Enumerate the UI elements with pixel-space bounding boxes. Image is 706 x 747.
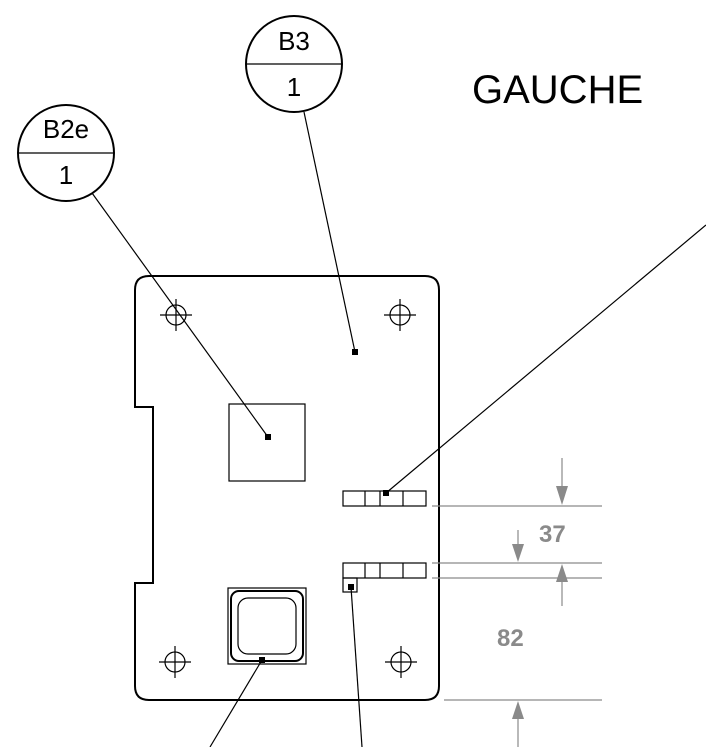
balloon-b2e: B2e 1 bbox=[17, 104, 115, 202]
dimension-extension-lines bbox=[432, 505, 602, 701]
board-outline bbox=[134, 275, 440, 701]
view-title: GAUCHE bbox=[472, 68, 643, 112]
dimension-82: 82 bbox=[497, 625, 524, 652]
mounting-hole-bottom-left bbox=[159, 646, 191, 678]
dimension-arrows bbox=[512, 458, 568, 747]
balloon-b3-bottom: 1 bbox=[287, 72, 301, 102]
upper-connector bbox=[342, 490, 427, 507]
mounting-hole-bottom-right bbox=[385, 646, 417, 678]
balloon-b3-top: B3 bbox=[278, 26, 310, 56]
lower-connector bbox=[342, 562, 427, 593]
bottom-square-component bbox=[227, 587, 307, 665]
mounting-hole-top-left bbox=[160, 299, 192, 331]
chip-square bbox=[228, 403, 306, 482]
dimension-37: 37 bbox=[539, 521, 566, 548]
balloon-b3: B3 1 bbox=[245, 15, 343, 113]
mounting-hole-top-right bbox=[384, 299, 416, 331]
balloon-b2e-bottom: 1 bbox=[59, 160, 73, 190]
balloon-b2e-top: B2e bbox=[43, 114, 89, 144]
